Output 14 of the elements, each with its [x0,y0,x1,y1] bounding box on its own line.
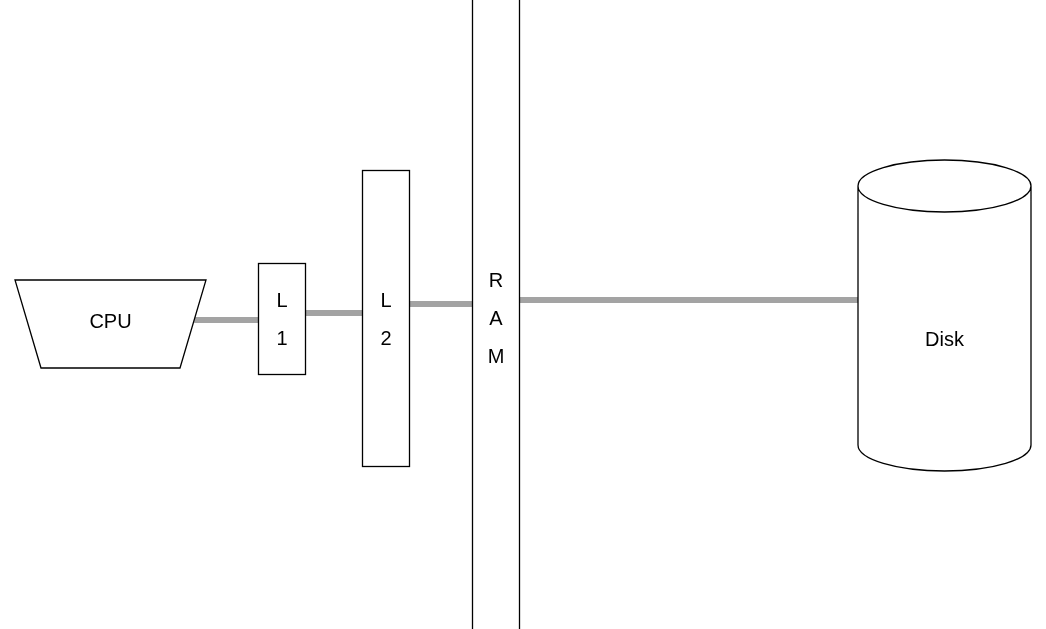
connector-line [410,301,472,307]
vertical-label: L2 [379,288,393,351]
processor-trapezoid [15,280,206,368]
cache-box [258,263,306,375]
connector-line [194,317,258,323]
cache-box [362,170,410,467]
vertical-label: L1 [275,288,289,351]
node-label: CPU [88,310,133,333]
connector-line [520,297,858,303]
node-label: Disk [924,328,965,351]
vertical-label: RAM [486,268,506,369]
connector-line [306,310,362,316]
disk-cylinder [858,160,1031,471]
memory-bar [472,0,520,629]
